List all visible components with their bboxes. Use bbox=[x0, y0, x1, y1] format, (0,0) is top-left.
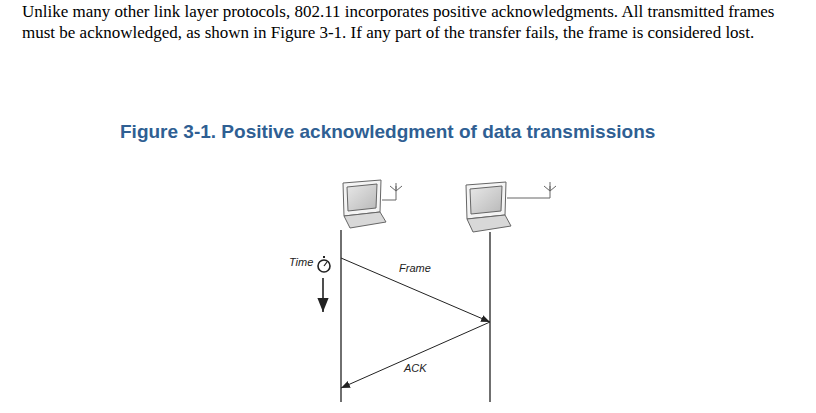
axis-label: Time bbox=[288, 256, 314, 269]
ack-arrow bbox=[341, 322, 490, 388]
frame-arrow bbox=[341, 258, 490, 322]
laptop-icon bbox=[343, 180, 402, 228]
time-arrow bbox=[322, 278, 324, 312]
timeline bbox=[340, 230, 341, 402]
message-label: Frame bbox=[398, 262, 432, 275]
timeline bbox=[489, 232, 490, 402]
message-label: ACK bbox=[403, 362, 428, 375]
figure-caption: Figure 3-1. Positive acknowledgment of d… bbox=[120, 121, 655, 143]
stopwatch-icon bbox=[318, 256, 330, 272]
body-paragraph: Unlike many other link layer protocols, … bbox=[22, 1, 792, 43]
laptop-icon bbox=[466, 182, 556, 232]
